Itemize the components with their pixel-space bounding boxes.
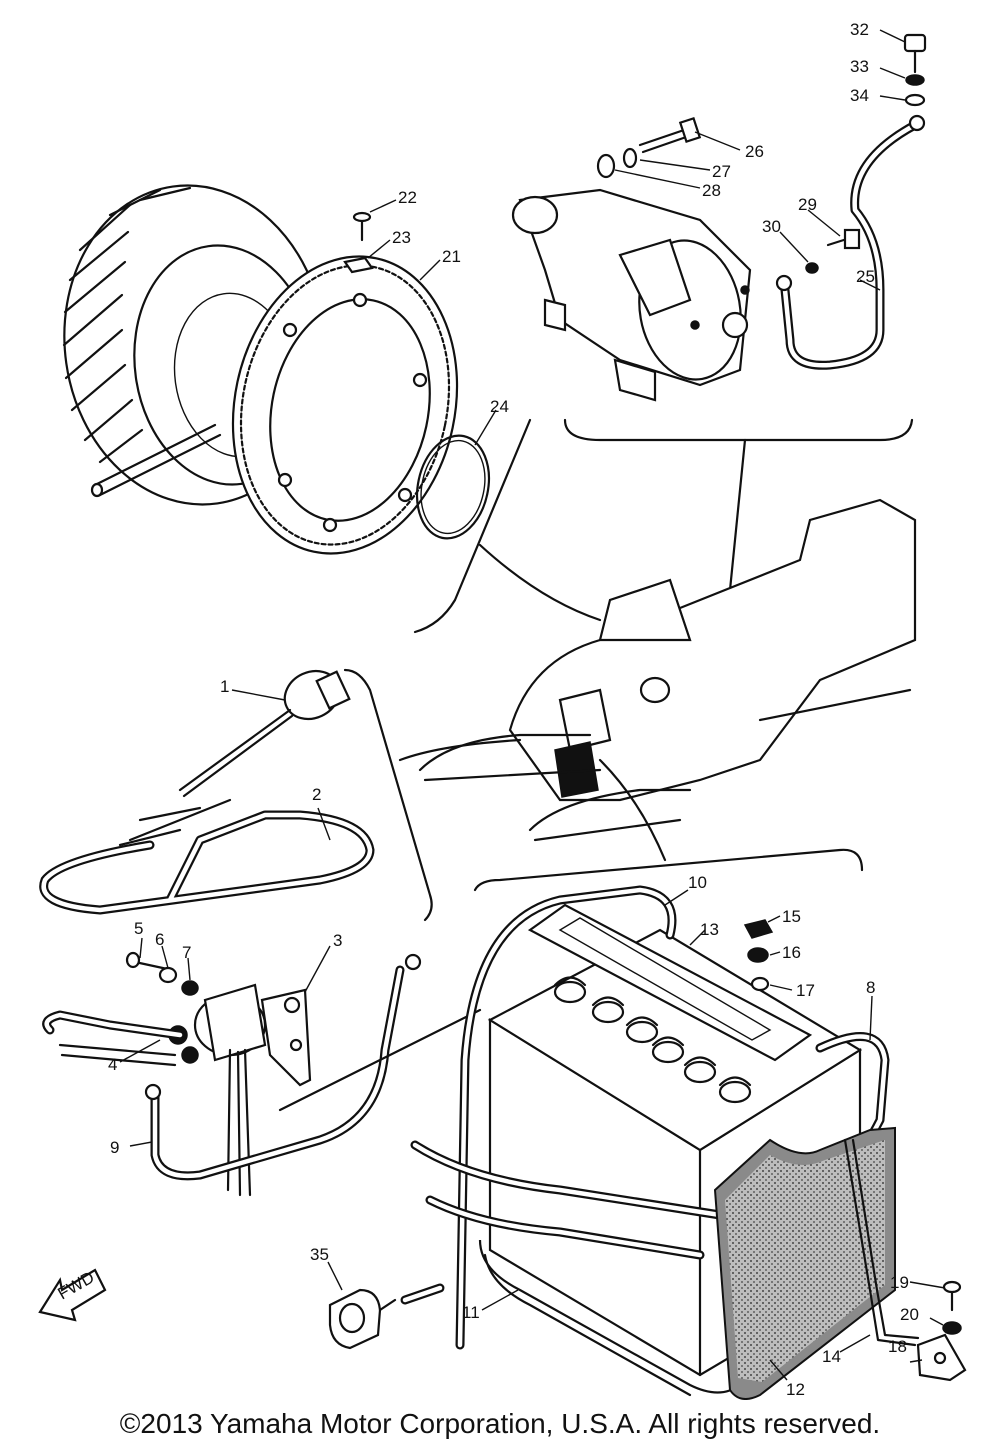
callout-17: 17 [796, 981, 815, 1000]
callout-33: 33 [850, 57, 869, 76]
callout-5: 5 [134, 919, 143, 938]
callout-3: 3 [333, 931, 342, 950]
callout-7: 7 [182, 943, 191, 962]
battery-assembly [328, 885, 967, 1400]
callout-25: 25 [856, 267, 875, 286]
callout-21: 21 [442, 247, 461, 266]
callout-32: 32 [850, 20, 869, 39]
callout-18: 18 [888, 1337, 907, 1356]
callout-14: 14 [822, 1347, 841, 1366]
callout-24: 24 [490, 397, 509, 416]
forward-direction-arrow: FWD [38, 1268, 107, 1322]
callout-34: 34 [850, 86, 869, 105]
callout-29: 29 [798, 195, 817, 214]
callout-30: 30 [762, 217, 781, 236]
callout-22: 22 [398, 188, 417, 207]
callout-27: 27 [712, 162, 731, 181]
callout-10: 10 [688, 873, 707, 892]
callout-9: 9 [110, 1138, 119, 1157]
callout-1: 1 [220, 677, 229, 696]
callout-16: 16 [782, 943, 801, 962]
callout-11: 11 [462, 1303, 480, 1322]
callout-20: 20 [900, 1305, 919, 1324]
callout-19: 19 [890, 1273, 909, 1292]
callout-6: 6 [155, 930, 164, 949]
callout-28: 28 [702, 181, 721, 200]
callout-35: 35 [310, 1245, 329, 1264]
callout-4: 4 [108, 1055, 117, 1074]
callout-labels: 1 2 3 4 5 6 7 8 9 10 11 12 13 14 15 16 1… [108, 20, 919, 1399]
switch-relay-assembly [39, 669, 482, 1197]
callout-12: 12 [786, 1380, 805, 1399]
snowmobile-illustration [343, 498, 917, 922]
exploded-parts-diagram: FWD 1 [38, 20, 967, 1400]
flywheel-assembly [62, 184, 532, 634]
callout-26: 26 [745, 142, 764, 161]
callout-2: 2 [312, 785, 321, 804]
callout-23: 23 [392, 228, 411, 247]
callout-8: 8 [866, 978, 875, 997]
leader-lines [119, 29, 946, 1381]
callout-15: 15 [782, 907, 801, 926]
copyright-notice: ©2013 Yamaha Motor Corporation, U.S.A. A… [119, 1408, 881, 1439]
callout-13: 13 [700, 920, 719, 939]
